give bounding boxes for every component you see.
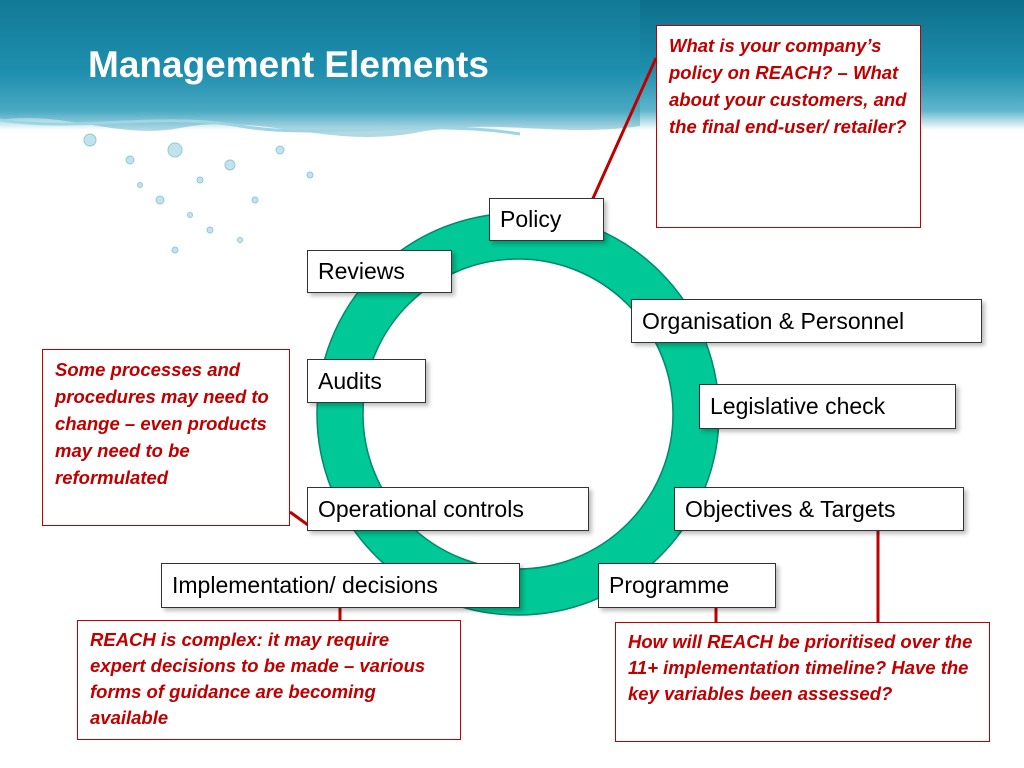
cycle-box-implementation: Implementation/ decisions [161, 563, 520, 608]
slide-title: Management Elements [88, 44, 489, 85]
cycle-box-programme: Programme [598, 563, 776, 608]
note-expert: REACH is complex: it may require expert … [77, 620, 461, 740]
cycle-box-audits: Audits [307, 359, 426, 403]
note-processes: Some processes and procedures may need t… [42, 349, 290, 526]
cycle-box-operational: Operational controls [307, 487, 589, 531]
connector-processes [289, 510, 309, 527]
connector-policy [588, 57, 658, 206]
note-timeline: How will REACH be prioritised over the 1… [615, 622, 990, 742]
cycle-box-reviews: Reviews [307, 250, 452, 293]
cycle-box-organisation: Organisation & Personnel [631, 299, 982, 343]
cycle-box-policy: Policy [489, 198, 604, 241]
cycle-box-objectives: Objectives & Targets [674, 487, 964, 531]
note-policy: What is your company’s policy on REACH? … [656, 25, 921, 228]
cycle-box-legislative: Legislative check [699, 384, 956, 429]
water-splash-graphic [0, 0, 640, 254]
